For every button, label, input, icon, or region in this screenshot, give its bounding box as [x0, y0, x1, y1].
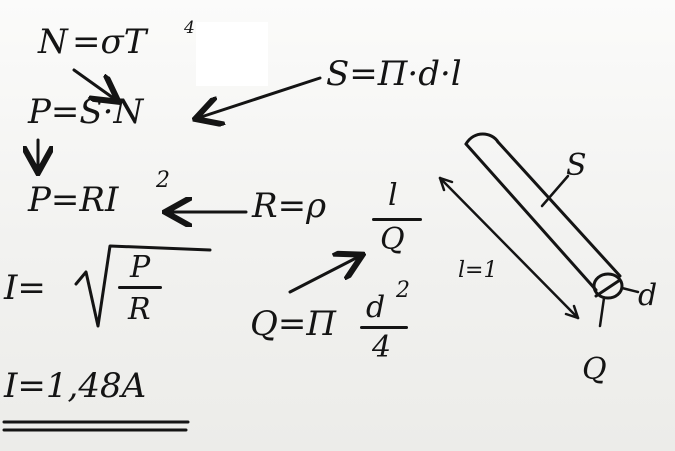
formula-q-numerator-exponent: 2	[396, 278, 410, 303]
formula-p: P=S·N	[28, 92, 144, 132]
formula-s: S=Π·d·l	[326, 54, 462, 94]
formula-r-denominator: Q	[380, 222, 405, 257]
diagram-label-cross-section: Q	[582, 352, 607, 387]
formula-p-ri: P=RI	[28, 180, 119, 220]
arrow-q-to-r	[288, 256, 360, 294]
formula-r-fraction-bar	[372, 218, 422, 221]
formula-i-denominator: R	[128, 292, 151, 327]
formula-i-left: I=	[4, 268, 46, 308]
formula-q-fraction-bar	[360, 326, 408, 329]
arrow-s-to-p	[198, 76, 322, 118]
formula-n-exponent: 4	[184, 18, 195, 38]
diagram-label-length: l=1	[458, 258, 498, 283]
formula-n-right: =σT	[72, 22, 147, 62]
formula-q-numerator: d	[366, 290, 386, 325]
formula-p-ri-exponent: 2	[156, 168, 170, 193]
formula-i-fraction-bar	[118, 286, 162, 289]
formula-q-denominator: 4	[372, 330, 392, 365]
formula-n-left: N	[38, 22, 68, 62]
paper-patch	[196, 22, 268, 86]
arrow-n-to-p	[72, 68, 116, 100]
diagram-label-surface: S	[566, 148, 587, 183]
formula-q: Q=Π	[250, 304, 337, 344]
radical-sign	[74, 244, 212, 328]
formula-i-numerator: P	[130, 250, 151, 285]
formula-r: R=ρ	[252, 186, 327, 226]
wire-diagram	[438, 132, 640, 328]
diagram-label-diameter: d	[638, 278, 658, 313]
result-current: I=1,48A	[4, 366, 147, 406]
formula-r-numerator: l	[388, 178, 398, 213]
